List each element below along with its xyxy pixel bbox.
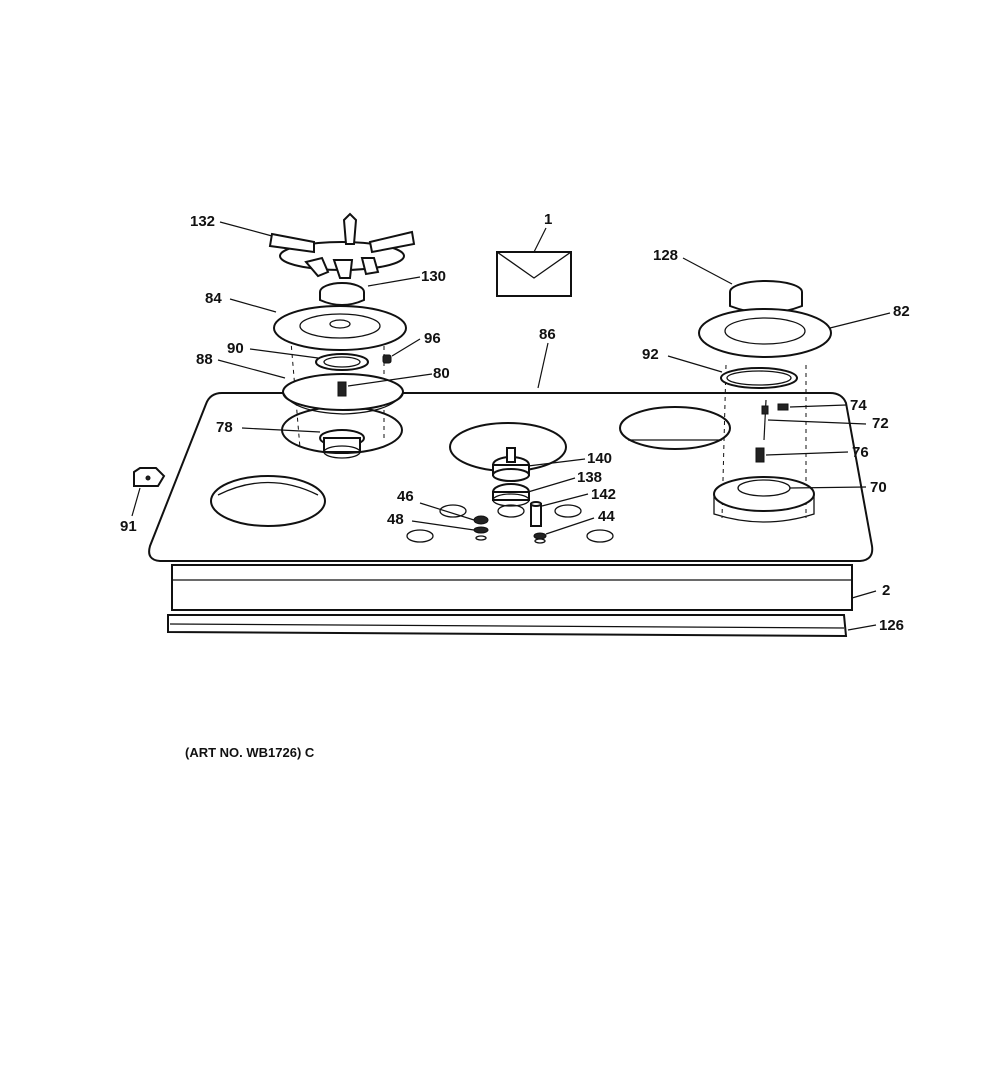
front-trim-part bbox=[171, 564, 853, 611]
callout-90: 90 bbox=[227, 340, 244, 357]
callout-1: 1 bbox=[544, 211, 552, 228]
clip-part bbox=[382, 354, 392, 364]
drip-pan-part bbox=[698, 308, 832, 358]
leader-lines bbox=[131, 221, 891, 631]
callout-2: 2 bbox=[882, 582, 890, 599]
art-number-label: (ART NO. WB1726) C bbox=[185, 745, 315, 760]
orifice-part bbox=[755, 447, 765, 463]
callout-92: 92 bbox=[642, 346, 659, 363]
mounting-bracket-part bbox=[133, 467, 166, 487]
callout-91: 91 bbox=[120, 518, 137, 535]
electrode-part bbox=[761, 399, 769, 441]
callout-130: 130 bbox=[421, 268, 446, 285]
burner-cap-part bbox=[729, 280, 803, 314]
bottom-strip-part bbox=[167, 614, 848, 638]
callout-76: 76 bbox=[852, 444, 869, 461]
callout-128: 128 bbox=[653, 247, 678, 264]
valve-stem-part bbox=[530, 501, 542, 527]
callout-138: 138 bbox=[577, 469, 602, 486]
washer-part bbox=[473, 515, 489, 541]
grate-part bbox=[268, 212, 416, 279]
callout-132: 132 bbox=[190, 213, 215, 230]
callout-46: 46 bbox=[397, 488, 414, 505]
burner-base-part bbox=[319, 429, 365, 459]
seal-ring-part bbox=[315, 353, 369, 371]
callout-140: 140 bbox=[587, 450, 612, 467]
spring-clip-part bbox=[777, 403, 789, 411]
spring-part bbox=[533, 532, 547, 544]
drip-pan-part bbox=[273, 305, 407, 351]
callout-88: 88 bbox=[196, 351, 213, 368]
callout-142: 142 bbox=[591, 486, 616, 503]
orifice-part bbox=[337, 381, 347, 397]
seal-ring-part bbox=[720, 367, 798, 389]
center-knob-parts bbox=[473, 447, 547, 544]
callout-126: 126 bbox=[879, 617, 904, 634]
callout-72: 72 bbox=[872, 415, 889, 432]
right-burner-assembly bbox=[698, 280, 832, 523]
callout-48: 48 bbox=[387, 511, 404, 528]
callout-74: 74 bbox=[850, 397, 867, 414]
callout-80: 80 bbox=[433, 365, 450, 382]
callout-labels: 132 130 84 90 96 88 80 78 1 86 128 82 92… bbox=[120, 211, 910, 760]
callout-84: 84 bbox=[205, 290, 222, 307]
knob-bezel-part bbox=[492, 483, 530, 507]
callout-82: 82 bbox=[893, 303, 910, 320]
callout-86: 86 bbox=[539, 326, 556, 343]
burner-base-part bbox=[713, 476, 815, 523]
callout-44: 44 bbox=[598, 508, 615, 525]
knob-part bbox=[492, 447, 530, 482]
callout-78: 78 bbox=[216, 419, 233, 436]
envelope-icon bbox=[496, 251, 572, 297]
callout-96: 96 bbox=[424, 330, 441, 347]
burner-cap-part bbox=[319, 282, 365, 306]
callout-70: 70 bbox=[870, 479, 887, 496]
